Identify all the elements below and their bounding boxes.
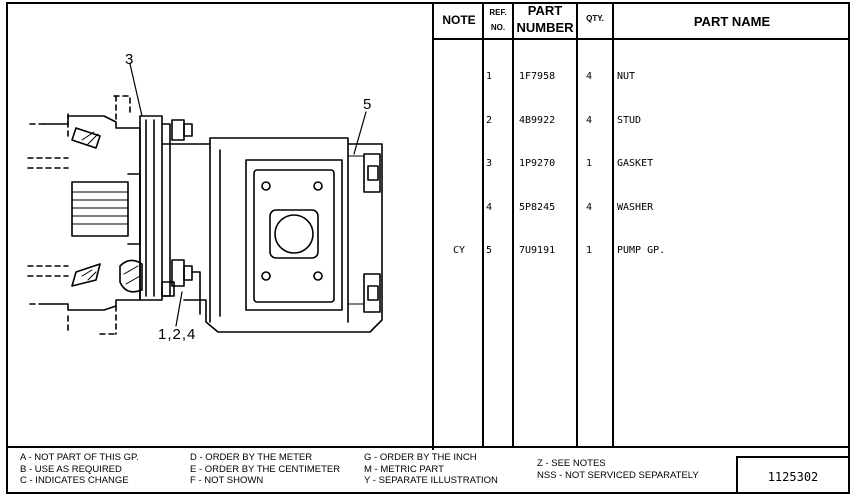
pump-body bbox=[161, 137, 383, 333]
table-cell-part-name: NUT bbox=[617, 71, 636, 82]
callout-1-2-4: 1,2,4 bbox=[158, 326, 197, 343]
legend-item: G - ORDER BY THE INCH bbox=[364, 452, 477, 463]
table-cell-ref: 4 bbox=[486, 201, 493, 213]
legend-top-rule bbox=[6, 446, 850, 448]
table-cell-part-number: 7U9191 bbox=[519, 245, 556, 256]
table-cell-part-number: 4B9922 bbox=[519, 114, 556, 126]
callout-leaders bbox=[129, 63, 367, 327]
legend-item: D - ORDER BY THE METER bbox=[190, 452, 313, 463]
legend-item: F - NOT SHOWN bbox=[190, 475, 264, 486]
exploded-view-illustration: 3 5 1,2,4 bbox=[8, 4, 434, 446]
legend-col-3: G - ORDER BY THE INCH M - METRIC PART Y … bbox=[364, 452, 498, 487]
divider-qty-name bbox=[612, 2, 614, 448]
table-cell-part-name: STUD bbox=[617, 114, 642, 126]
divider-ref-part bbox=[512, 2, 514, 448]
legend-item: NSS - NOT SERVICED SEPARATELY bbox=[537, 469, 699, 481]
housing-outline bbox=[27, 95, 141, 335]
column-ref: 1 2 3 4 5 bbox=[486, 41, 512, 288]
legend-col-1: A - NOT PART OF THIS GP. B - USE AS REQU… bbox=[20, 452, 139, 487]
legend-item: Z - SEE NOTES bbox=[537, 458, 606, 469]
table-cell-qty: 1 bbox=[586, 245, 593, 256]
table-header-rule bbox=[434, 38, 850, 40]
header-note: NOTE bbox=[442, 13, 476, 27]
divider-illustration bbox=[432, 2, 434, 450]
legend-col-4: Z - SEE NOTES NSS - NOT SERVICED SEPARAT… bbox=[537, 458, 699, 481]
table-cell-qty: 4 bbox=[586, 201, 593, 213]
table-cell-note: CY bbox=[452, 245, 466, 256]
illustration-number: 1125302 bbox=[767, 470, 819, 484]
table-cell-part-number: 1P9270 bbox=[519, 158, 556, 169]
table-cell-qty: 4 bbox=[586, 114, 593, 126]
legend-item: M - METRIC PART bbox=[364, 463, 444, 475]
header-part-line2: NUMBER bbox=[516, 20, 574, 35]
table-cell-part-name: GASKET bbox=[617, 158, 654, 169]
table-cell-ref: 1 bbox=[486, 71, 493, 82]
callout-3: 3 bbox=[125, 51, 134, 68]
header-ref-no: REF. NO. bbox=[484, 5, 512, 35]
table-cell-part-number: 1F7958 bbox=[519, 71, 556, 82]
callout-5: 5 bbox=[363, 96, 372, 113]
legend-item: A - NOT PART OF THIS GP. bbox=[20, 452, 139, 463]
table-cell-qty: 1 bbox=[586, 158, 593, 169]
legend-item: E - ORDER BY THE CENTIMETER bbox=[190, 463, 341, 475]
legend-col-2: D - ORDER BY THE METER E - ORDER BY THE … bbox=[190, 452, 340, 487]
table-cell-part-name: PUMP GP. bbox=[617, 245, 666, 256]
table-cell-ref: 2 bbox=[486, 114, 493, 126]
header-ref-line2: NO. bbox=[490, 23, 506, 32]
header-qty: QTY. bbox=[586, 14, 604, 23]
illus-number-rule bbox=[736, 456, 850, 458]
divider-part-qty bbox=[576, 2, 578, 448]
table-cell-part-name: WASHER bbox=[617, 201, 654, 213]
table-cell-note bbox=[436, 157, 482, 172]
table-cell-note bbox=[436, 70, 482, 85]
legend-item: C - INDICATES CHANGE bbox=[20, 475, 129, 486]
table-cell-ref: 5 bbox=[486, 245, 493, 256]
table-cell-note bbox=[436, 114, 482, 129]
divider-illus-number bbox=[736, 456, 738, 494]
divider-note-ref bbox=[482, 2, 484, 448]
legend-item: Y - SEPARATE ILLUSTRATION bbox=[364, 475, 498, 486]
table-cell-ref: 3 bbox=[486, 158, 493, 169]
header-part-number: PART NUMBER bbox=[514, 2, 576, 36]
column-qty: 4 4 1 4 1 bbox=[586, 41, 612, 288]
column-part-name: NUT STUD GASKET WASHER PUMP GP. bbox=[617, 41, 847, 288]
header-part-line1: PART bbox=[527, 3, 563, 18]
column-note: CY bbox=[436, 41, 482, 288]
table-cell-note bbox=[436, 201, 482, 216]
legend-item: B - USE AS REQUIRED bbox=[20, 463, 122, 475]
header-part-name: PART NAME bbox=[693, 14, 771, 29]
header-ref-line1: REF. bbox=[489, 8, 507, 17]
table-cell-part-number: 5P8245 bbox=[519, 201, 556, 213]
column-part-number: 1F7958 4B9922 1P9270 5P8245 7U9191 bbox=[519, 41, 577, 288]
gasket-flange bbox=[119, 115, 201, 315]
table-cell-qty: 4 bbox=[586, 71, 593, 82]
sheet-frame bbox=[6, 2, 850, 494]
pump-drawing bbox=[27, 63, 383, 335]
